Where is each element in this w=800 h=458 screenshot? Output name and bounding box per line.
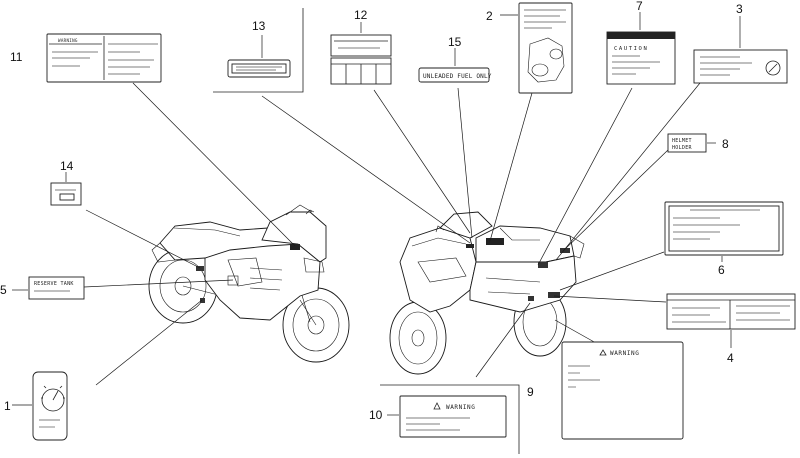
motorcycle-right-front xyxy=(389,211,585,375)
group-frame-10 xyxy=(380,384,520,454)
label-8-text-2: HOLDER xyxy=(672,145,693,151)
label-5: RESERVE TANK xyxy=(12,276,85,300)
label-1 xyxy=(12,371,68,441)
label-3 xyxy=(693,16,788,84)
label-7: CAUTION xyxy=(606,12,676,85)
callout-5: 5 xyxy=(0,283,7,297)
callout-2: 2 xyxy=(486,9,493,23)
group-frame-13 xyxy=(213,8,304,93)
label-7-caution-text: CAUTION xyxy=(614,46,648,52)
callout-11: 11 xyxy=(10,50,23,64)
callout-8: 8 xyxy=(722,137,729,151)
callout-3: 3 xyxy=(736,2,743,16)
label-9-warning-text: WARNING xyxy=(610,350,640,357)
callout-4: 4 xyxy=(727,351,734,365)
label-4 xyxy=(666,293,796,348)
label-10-warning-text: WARNING xyxy=(446,404,476,411)
callout-numbers: 11 13 12 15 2 7 3 8 14 6 5 4 9 1 10 xyxy=(0,0,743,422)
label-11-warning-text: WARNING xyxy=(58,38,78,43)
callout-12: 12 xyxy=(354,8,368,22)
label-11: WARNING xyxy=(46,33,162,83)
label-5-reserve-text: RESERVE TANK xyxy=(34,281,74,287)
label-15: UNLEADED FUEL ONLY xyxy=(418,48,492,83)
callout-13: 13 xyxy=(252,19,266,33)
callout-15: 15 xyxy=(448,35,462,49)
label-9: WARNING xyxy=(561,341,684,440)
label-13 xyxy=(227,35,291,78)
callout-14: 14 xyxy=(60,159,74,173)
leader-lines xyxy=(83,82,701,386)
motorcycle-left-side xyxy=(148,204,350,363)
callout-10: 10 xyxy=(369,408,383,422)
callout-9: 9 xyxy=(527,385,534,399)
callout-6: 6 xyxy=(718,263,725,277)
label-8-text-1: HELMET xyxy=(672,138,692,144)
callout-1: 1 xyxy=(4,399,11,413)
label-10: WARNING xyxy=(387,395,507,438)
label-2 xyxy=(500,2,573,94)
label-15-unleaded-text: UNLEADED FUEL ONLY xyxy=(423,73,492,80)
label-8: HELMET HOLDER xyxy=(667,133,716,153)
label-12 xyxy=(330,22,392,85)
label-6 xyxy=(664,201,784,262)
callout-7: 7 xyxy=(636,0,643,13)
label-14 xyxy=(50,172,82,206)
